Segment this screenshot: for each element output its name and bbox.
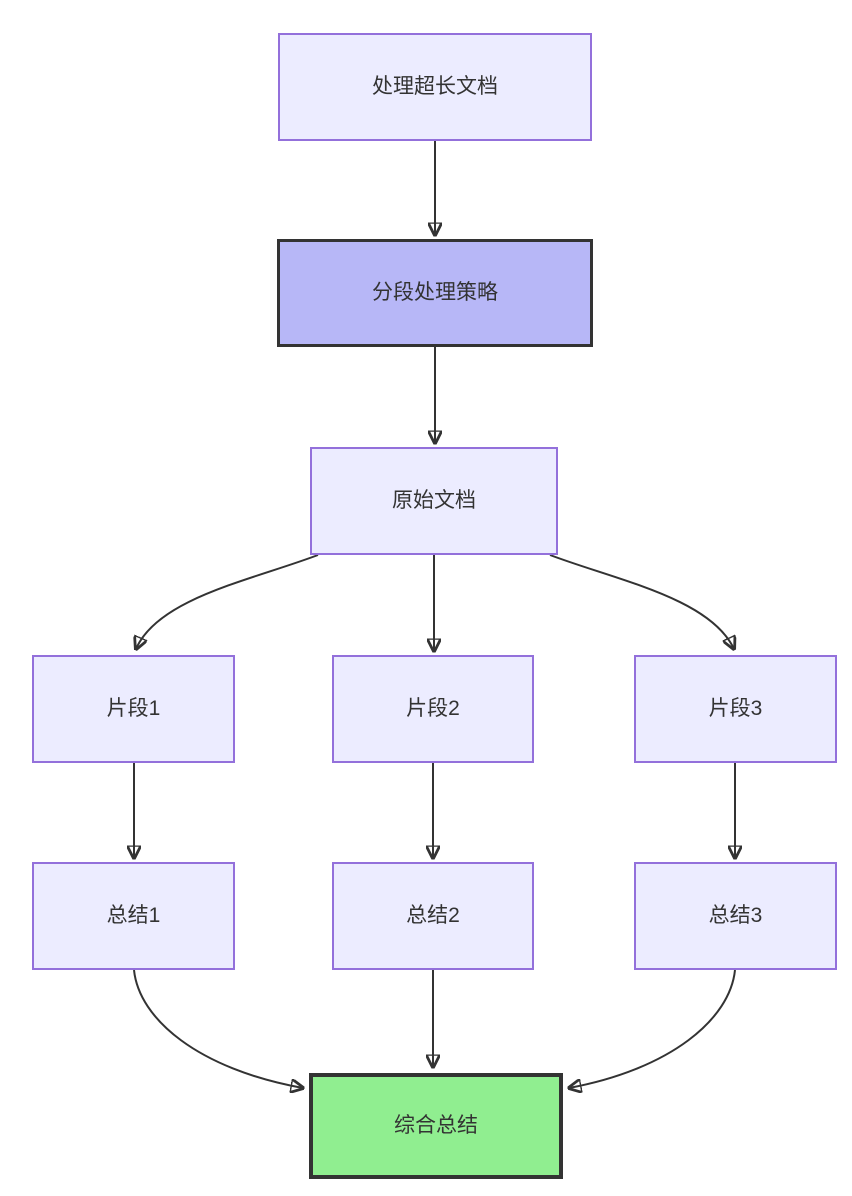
- node-summary-3: 总结3: [634, 862, 837, 970]
- node-fragment-1-label: 片段1: [106, 697, 161, 721]
- node-segmentation-strategy-label: 分段处理策略: [372, 281, 498, 305]
- node-summary-1: 总结1: [32, 862, 235, 970]
- node-summary-1-label: 总结1: [106, 904, 161, 928]
- node-process-long-document: 处理超长文档: [278, 33, 592, 141]
- node-fragment-2-label: 片段2: [406, 697, 460, 721]
- node-segmentation-strategy: 分段处理策略: [277, 239, 593, 347]
- node-fragment-3-label: 片段3: [708, 697, 763, 721]
- node-process-long-document-label: 处理超长文档: [372, 75, 498, 99]
- edge-summary3-to-final: [569, 969, 736, 1088]
- node-fragment-3: 片段3: [634, 655, 837, 763]
- node-fragment-2: 片段2: [332, 655, 534, 763]
- edge-summary1-to-final: [133, 969, 303, 1088]
- node-original-document-label: 原始文档: [392, 489, 476, 513]
- node-summary-2-label: 总结2: [406, 904, 460, 928]
- edge-original-to-fragment1: [136, 554, 319, 649]
- node-fragment-1: 片段1: [32, 655, 235, 763]
- node-final-summary-label: 综合总结: [394, 1114, 478, 1138]
- node-summary-3-label: 总结3: [708, 904, 763, 928]
- node-final-summary: 综合总结: [309, 1073, 563, 1179]
- node-original-document: 原始文档: [310, 447, 558, 555]
- node-summary-2: 总结2: [332, 862, 534, 970]
- edge-original-to-fragment3: [549, 554, 734, 649]
